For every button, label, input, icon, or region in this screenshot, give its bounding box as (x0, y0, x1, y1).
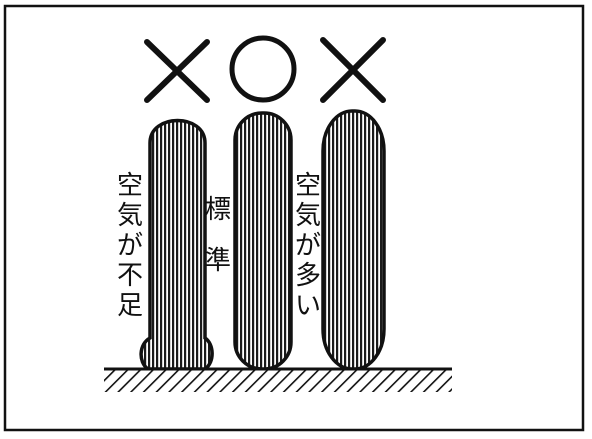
label-underinflated-char-3: が (117, 231, 143, 261)
tire-underinflated (139, 118, 214, 371)
label-overinflated-char-4: 多 (295, 261, 321, 291)
ground-hatch (104, 369, 452, 392)
label-standard: 標 準 (205, 195, 231, 276)
label-underinflated-char-5: 足 (117, 291, 143, 321)
label-overinflated: 空 気 が 多 い (295, 171, 321, 321)
label-overinflated-char-5: い (295, 291, 321, 321)
rating-mark-center (229, 35, 297, 103)
figure-frame (3, 4, 585, 432)
label-standard-char-1: 標 (205, 195, 231, 225)
tire-standard (233, 111, 293, 371)
label-overinflated-char-3: が (295, 231, 321, 261)
label-overinflated-char-2: 気 (295, 201, 321, 231)
label-underinflated-char-1: 空 (117, 171, 143, 201)
tire-overinflated (321, 109, 386, 371)
label-underinflated-char-4: 不 (117, 261, 143, 291)
label-overinflated-char-1: 空 (295, 171, 321, 201)
rating-mark-right (320, 37, 386, 103)
label-underinflated: 空 気 が 不 足 (117, 171, 143, 321)
rating-mark-left (144, 39, 210, 103)
label-standard-char-2: 準 (205, 246, 231, 276)
label-underinflated-char-2: 気 (117, 201, 143, 231)
